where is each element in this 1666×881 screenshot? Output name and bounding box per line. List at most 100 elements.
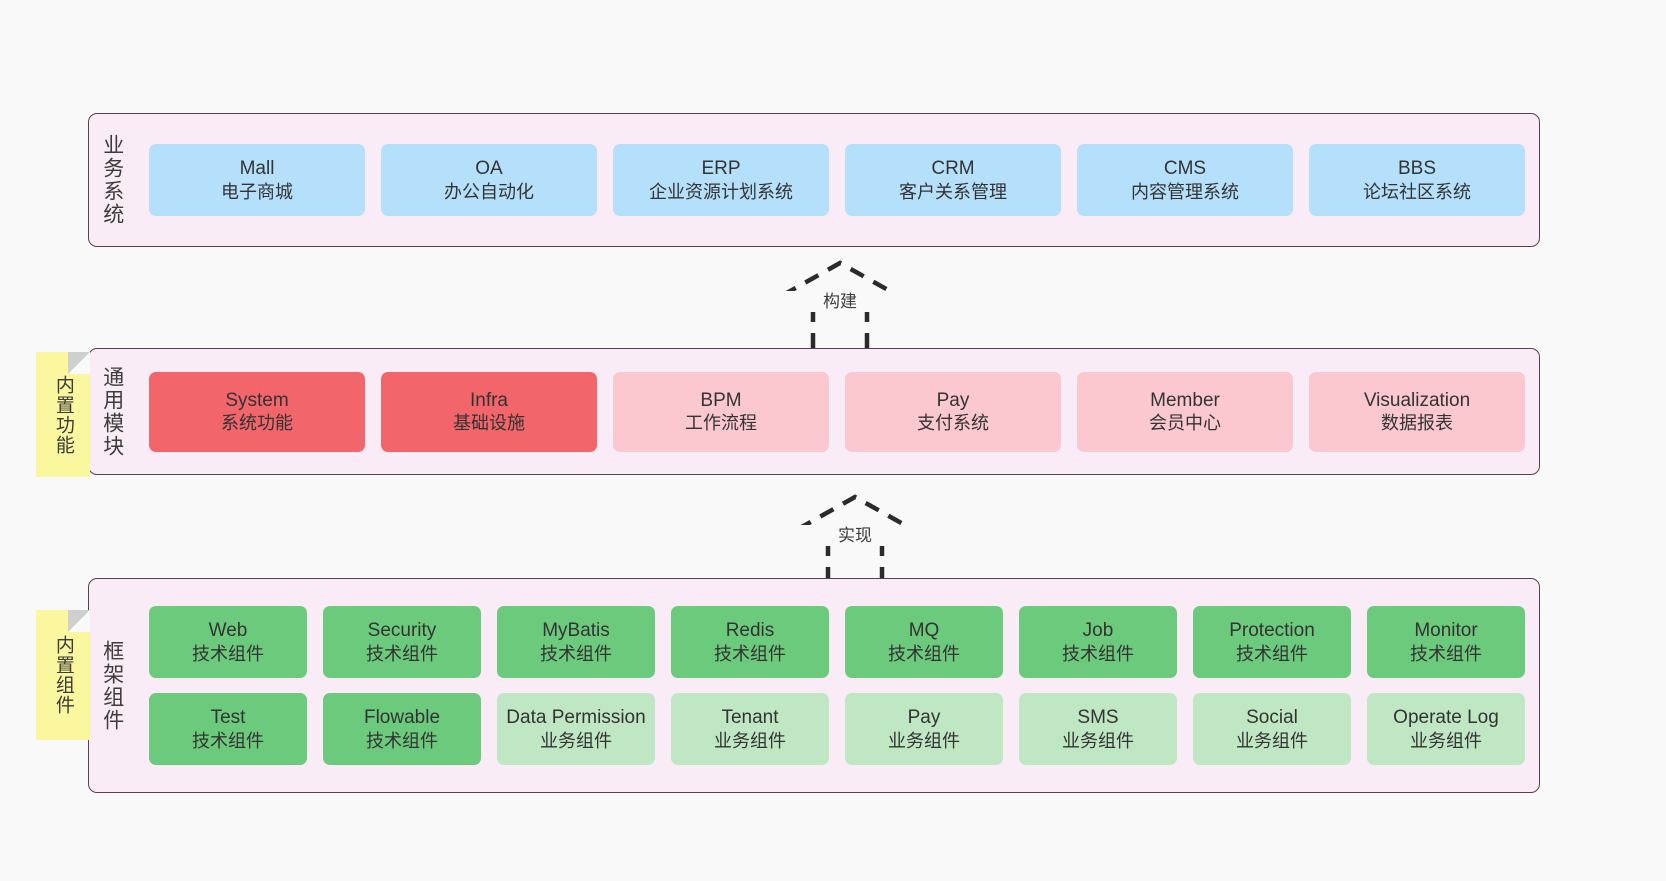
card-flowable[interactable]: Flowable 技术组件: [323, 693, 481, 765]
card-mall[interactable]: Mall 电子商城: [149, 144, 365, 216]
card-title: Test: [210, 707, 246, 729]
connector-build: 构建: [755, 258, 925, 350]
card-cms[interactable]: CMS 内容管理系统: [1077, 144, 1293, 216]
card-subtitle: 办公自动化: [444, 181, 534, 202]
card-title: MQ: [908, 620, 940, 642]
card-row: System 系统功能 Infra 基础设施 BPM 工作流程 Pay 支付系统…: [149, 371, 1525, 452]
card-subtitle: 支付系统: [917, 413, 989, 434]
card-subtitle: 内容管理系统: [1131, 181, 1239, 202]
card-subtitle: 技术组件: [366, 643, 438, 664]
card-pay-component[interactable]: Pay 业务组件: [845, 693, 1003, 765]
card-subtitle: 电子商城: [221, 181, 293, 202]
card-sms[interactable]: SMS 业务组件: [1019, 693, 1177, 765]
card-title: Flowable: [363, 707, 441, 729]
card-web[interactable]: Web 技术组件: [149, 606, 307, 678]
layer-label-framework: 框架组件: [100, 639, 124, 732]
card-subtitle: 业务组件: [1410, 730, 1482, 751]
card-title: Tenant: [721, 707, 779, 729]
card-subtitle: 基础设施: [453, 413, 525, 434]
card-subtitle: 技术组件: [366, 730, 438, 751]
card-title: Security: [367, 620, 437, 642]
card-subtitle: 论坛社区系统: [1363, 181, 1471, 202]
card-title: Protection: [1229, 620, 1315, 642]
card-subtitle: 技术组件: [1236, 643, 1308, 664]
sticky-note-label: 内置组件: [52, 635, 74, 715]
card-social[interactable]: Social 业务组件: [1193, 693, 1351, 765]
card-title: Web: [208, 620, 248, 642]
card-title: Infra: [469, 389, 509, 411]
card-subtitle: 业务组件: [888, 730, 960, 751]
card-oa[interactable]: OA 办公自动化: [381, 144, 597, 216]
layer-body-common: System 系统功能 Infra 基础设施 BPM 工作流程 Pay 支付系统…: [135, 349, 1539, 474]
layer-label-common: 通用模块: [100, 365, 124, 458]
card-system[interactable]: System 系统功能: [149, 371, 365, 452]
card-visualization[interactable]: Visualization 数据报表: [1309, 371, 1525, 452]
card-subtitle: 技术组件: [540, 643, 612, 664]
card-tenant[interactable]: Tenant 业务组件: [671, 693, 829, 765]
card-job[interactable]: Job 技术组件: [1019, 606, 1177, 678]
card-title: Job: [1082, 620, 1114, 642]
layer-body-business: Mall 电子商城 OA 办公自动化 ERP 企业资源计划系统 CRM 客户关系…: [135, 114, 1539, 246]
card-erp[interactable]: ERP 企业资源计划系统: [613, 144, 829, 216]
card-subtitle: 会员中心: [1149, 413, 1221, 434]
card-subtitle: 企业资源计划系统: [649, 181, 793, 202]
card-mq[interactable]: MQ 技术组件: [845, 606, 1003, 678]
card-title: OA: [475, 158, 503, 180]
card-subtitle: 技术组件: [192, 730, 264, 751]
card-row-technical: Web 技术组件 Security 技术组件 MyBatis 技术组件 Redi…: [149, 606, 1525, 678]
card-title: Pay: [936, 389, 970, 411]
card-security[interactable]: Security 技术组件: [323, 606, 481, 678]
card-title: Pay: [907, 707, 941, 729]
card-bpm[interactable]: BPM 工作流程: [613, 371, 829, 452]
sticky-note-label: 内置功能: [52, 374, 74, 455]
card-title: BBS: [1397, 158, 1437, 180]
card-crm[interactable]: CRM 客户关系管理: [845, 144, 1061, 216]
card-infra[interactable]: Infra 基础设施: [381, 371, 597, 452]
card-subtitle: 业务组件: [714, 730, 786, 751]
card-subtitle: 技术组件: [1062, 643, 1134, 664]
card-row-business: Test 技术组件 Flowable 技术组件 Data Permission …: [149, 693, 1525, 765]
card-mybatis[interactable]: MyBatis 技术组件: [497, 606, 655, 678]
connector-label-build: 构建: [755, 291, 925, 312]
layer-framework-components: 框架组件 Web 技术组件 Security 技术组件 MyBatis 技术组件…: [88, 578, 1540, 793]
sticky-note-builtin-component: 内置组件: [36, 610, 90, 740]
card-subtitle: 数据报表: [1381, 413, 1453, 434]
card-subtitle: 技术组件: [888, 643, 960, 664]
card-bbs[interactable]: BBS 论坛社区系统: [1309, 144, 1525, 216]
card-title: MyBatis: [542, 620, 610, 642]
card-title: Monitor: [1414, 620, 1478, 642]
card-subtitle: 业务组件: [1236, 730, 1308, 751]
card-title: Visualization: [1363, 389, 1471, 411]
card-title: SMS: [1077, 707, 1119, 729]
connector-label-implement: 实现: [770, 525, 940, 546]
card-subtitle: 技术组件: [714, 643, 786, 664]
card-title: ERP: [701, 158, 741, 180]
connector-implement: 实现: [770, 492, 940, 584]
card-monitor[interactable]: Monitor 技术组件: [1367, 606, 1525, 678]
card-title: Social: [1246, 707, 1298, 729]
card-operate-log[interactable]: Operate Log 业务组件: [1367, 693, 1525, 765]
card-subtitle: 技术组件: [192, 643, 264, 664]
card-pay-module[interactable]: Pay 支付系统: [845, 371, 1061, 452]
layer-body-framework: Web 技术组件 Security 技术组件 MyBatis 技术组件 Redi…: [135, 579, 1539, 792]
card-data-permission[interactable]: Data Permission 业务组件: [497, 693, 655, 765]
card-title: BPM: [700, 389, 742, 411]
card-title: System: [225, 389, 289, 411]
card-subtitle: 业务组件: [1062, 730, 1134, 751]
card-protection[interactable]: Protection 技术组件: [1193, 606, 1351, 678]
card-subtitle: 客户关系管理: [899, 181, 1007, 202]
card-member[interactable]: Member 会员中心: [1077, 371, 1293, 452]
layer-business-systems: 业务系统 Mall 电子商城 OA 办公自动化 ERP 企业资源计划系统 CRM…: [88, 113, 1540, 247]
card-title: Redis: [725, 620, 775, 642]
card-subtitle: 业务组件: [540, 730, 612, 751]
layer-common-modules: 通用模块 System 系统功能 Infra 基础设施 BPM 工作流程 Pay…: [88, 348, 1540, 475]
card-title: CMS: [1163, 158, 1207, 180]
card-subtitle: 工作流程: [685, 413, 757, 434]
card-test[interactable]: Test 技术组件: [149, 693, 307, 765]
card-subtitle: 技术组件: [1410, 643, 1482, 664]
card-redis[interactable]: Redis 技术组件: [671, 606, 829, 678]
card-title: Mall: [239, 158, 275, 180]
card-title: Member: [1150, 389, 1220, 411]
card-title: Operate Log: [1393, 707, 1499, 729]
